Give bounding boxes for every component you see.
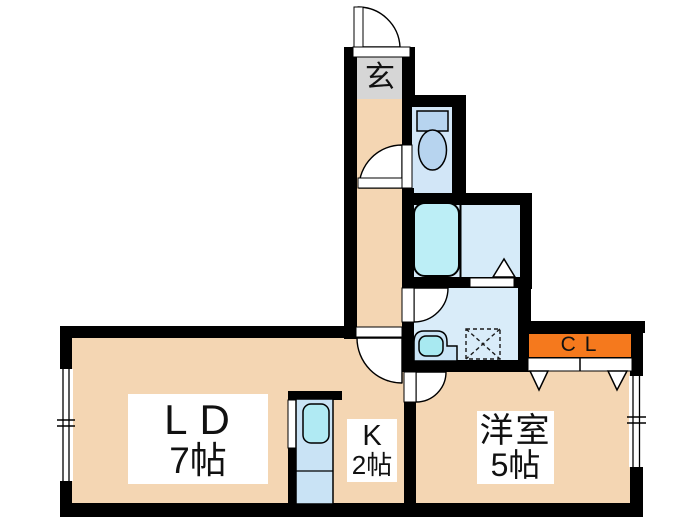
toilet-top-wall (402, 95, 466, 107)
closet-box (527, 332, 633, 359)
entrance-label: 玄 (356, 57, 404, 99)
western-room-door-leaf (403, 371, 417, 403)
toilet-left-wall (402, 107, 412, 145)
bathroom-folding-door-mark (491, 257, 517, 278)
western-room-name: 洋室 (479, 411, 552, 450)
hall-left-wall (344, 47, 357, 339)
closet-top-wall (520, 321, 645, 333)
bathtub-icon (413, 202, 460, 277)
bath-bottom-wall (402, 277, 532, 288)
left-outer-wall-upper (60, 326, 72, 370)
toilet-door-leaf (357, 177, 403, 189)
ld-top-wall (60, 326, 356, 338)
kitchen-opening (287, 399, 297, 449)
bath-right-wall (520, 193, 532, 289)
toilet-right-wall (452, 95, 466, 205)
bathroom-door-opening (469, 277, 515, 288)
hall-door-swing (356, 337, 403, 384)
entrance-threshold (352, 46, 411, 58)
ld-window (59, 369, 73, 481)
kitchen-left-wall (288, 448, 297, 504)
washing-machine-space-icon (465, 328, 501, 360)
western-room-window (629, 376, 644, 467)
washroom-left-wall (402, 322, 414, 362)
western-room-area: 5帖 (490, 446, 541, 483)
closet-folding-door-mark-left (528, 370, 550, 392)
toilet-door-opening (401, 144, 413, 189)
closet-label: CL (528, 332, 632, 358)
living-dining-label: LD 7帖 (128, 394, 268, 484)
entrance-door-leaf (353, 6, 364, 48)
washroom-door-leaf (401, 287, 415, 323)
closet-folding-door-mark-right (606, 370, 629, 392)
door-swings (356, 6, 449, 403)
hall-door-opening (355, 326, 403, 338)
right-outer-wall-lower (630, 466, 643, 504)
washbasin-bowl-icon (418, 335, 444, 357)
right-outer-wall-upper (630, 333, 643, 377)
door-openings (352, 6, 515, 403)
kitchen-label: K 2帖 (347, 419, 397, 482)
living-dining-area: 7帖 (169, 439, 227, 481)
washroom-bottom-wall (402, 360, 532, 372)
windows (57, 369, 646, 481)
western-room-label: 洋室 5帖 (477, 411, 554, 484)
left-outer-wall-lower (60, 480, 72, 504)
entrance-door-swing (357, 6, 401, 48)
toilet-tank-icon (416, 110, 449, 132)
closet-label-text: CL (560, 333, 606, 357)
toilet-bowl-icon (417, 129, 448, 171)
bath-left-wall (402, 188, 414, 288)
kitchen-western-divider-wall (404, 402, 416, 504)
entrance-label-text: 玄 (365, 60, 395, 94)
bottom-outer-wall (60, 503, 643, 517)
kitchen-stub-wall (288, 391, 342, 400)
hallway-floor (357, 99, 402, 329)
closet (527, 332, 633, 392)
hall-right-top-wall (402, 47, 415, 107)
western-room-door-swing (415, 371, 447, 403)
fixtures (287, 110, 501, 505)
living-dining-name: LD (164, 395, 242, 443)
washroom-door-swing (413, 287, 449, 323)
kitchen-sink-icon (302, 403, 330, 444)
kitchen-name: K (362, 420, 382, 453)
kitchen-area: 2帖 (351, 450, 393, 481)
